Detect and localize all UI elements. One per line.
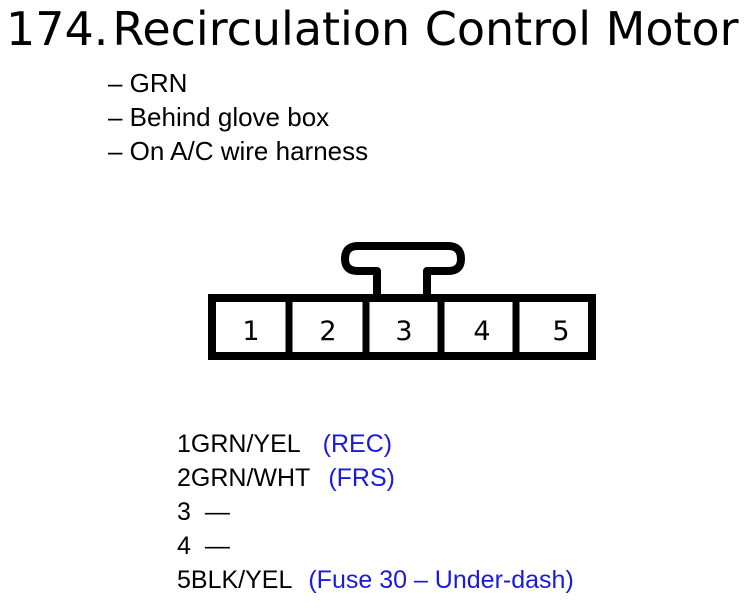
pin-label-2: 2: [319, 316, 336, 347]
pinout-wire: GRN/WHT: [190, 464, 311, 492]
pinout-list: 1GRN/YEL (REC) 2GRN/WHT (FRS) 3 — 4 — 5BLK…: [177, 427, 574, 597]
pinout-pin: 3: [177, 498, 191, 526]
pinout-row: 5BLK/YEL (Fuse 30 – Under-dash): [177, 563, 574, 597]
pin-label-1: 1: [242, 316, 259, 347]
pinout-row: 3 —: [177, 495, 574, 529]
title-number: 174.: [6, 2, 109, 56]
connector-lock-tab: [341, 242, 465, 296]
connector-body: [208, 294, 596, 360]
page-title: 174.Recirculation Control Motor: [6, 0, 739, 64]
pinout-pin: 5: [177, 566, 191, 594]
pinout-pin: 4: [177, 532, 191, 560]
pinout-row: 4 —: [177, 529, 574, 563]
bullet-location: – Behind glove box: [108, 102, 330, 132]
pin-label-5: 5: [552, 316, 569, 347]
pinout-note: (Fuse 30 – Under-dash): [308, 566, 574, 594]
pinout-wire: —: [204, 498, 230, 526]
pinout-note: (FRS): [328, 464, 395, 492]
pin-label-3: 3: [395, 316, 412, 347]
pinout-wire: —: [204, 532, 230, 560]
pinout-wire: GRN/YEL: [190, 430, 301, 458]
bullet-color: – GRN: [108, 68, 188, 98]
pinout-pin: 1: [177, 430, 191, 458]
location-bullets: – GRN – Behind glove box – On A/C wire h…: [108, 66, 368, 168]
pin-label-4: 4: [473, 316, 490, 347]
pinout-wire: BLK/YEL: [190, 566, 293, 594]
pinout-note: (REC): [322, 430, 393, 458]
pinout-row: 1GRN/YEL (REC): [177, 427, 574, 461]
pinout-row: 2GRN/WHT (FRS): [177, 461, 574, 495]
bullet-harness: – On A/C wire harness: [108, 136, 369, 166]
title-text: Recirculation Control Motor: [112, 2, 739, 56]
pinout-pin: 2: [177, 464, 191, 492]
